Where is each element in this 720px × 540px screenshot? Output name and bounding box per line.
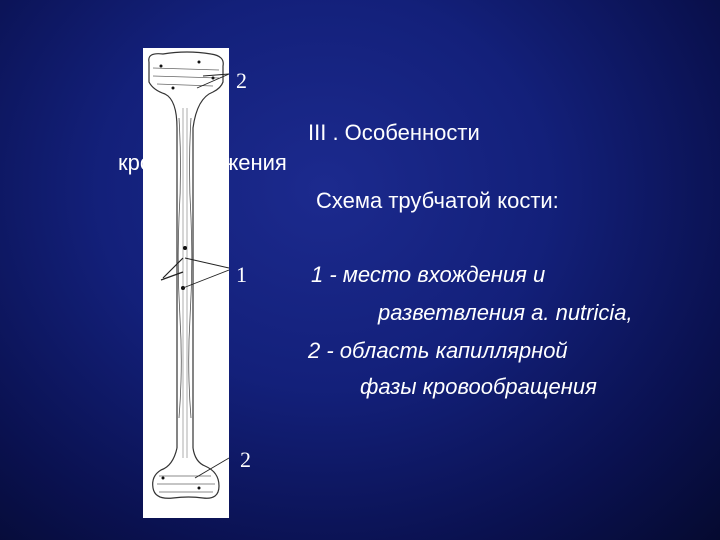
bone-shaft-left	[148, 62, 178, 448]
legend-line-3: 2 - область капиллярной	[308, 338, 568, 363]
bone-upper-end	[148, 51, 224, 448]
legend-line-1: 1 - место вхождения и	[311, 262, 546, 287]
bone-lower-end	[152, 447, 220, 499]
marker-lower-2: 2	[240, 447, 251, 472]
legend-line-4: фазы кровообращения	[360, 374, 597, 399]
marker-1: 1	[236, 262, 247, 287]
bone-diagram	[143, 48, 229, 518]
bone-drawing	[148, 51, 229, 499]
title-line-1: III . Особенности	[308, 120, 480, 145]
marker-upper-2: 2	[236, 68, 247, 93]
subtitle: Схема трубчатой кости:	[316, 188, 559, 213]
legend-line-2: разветвления a. nutricia,	[378, 300, 633, 325]
